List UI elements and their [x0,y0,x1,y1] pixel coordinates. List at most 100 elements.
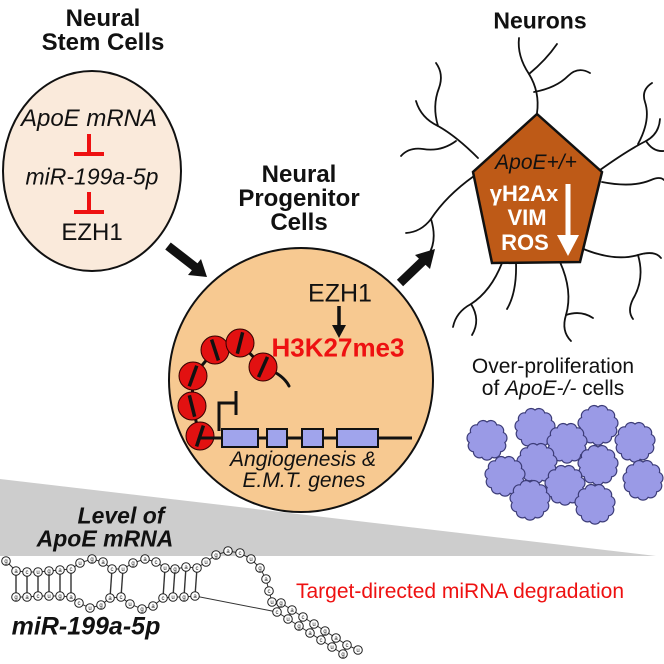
nucleotide-letter: a [151,604,155,610]
nucleotide [22,567,32,577]
nucleotide [116,592,126,602]
inhibition-bar-2 [74,192,104,214]
nucleotide [287,605,297,615]
nucleotide-letter: c [320,638,323,644]
nucleotide [181,562,191,572]
decrease-arrow [557,184,579,256]
nucleotide-letter: u [312,622,315,628]
stem-cells-title-line2: Stem Cells [41,29,165,56]
nucleotide-letter: a [290,608,294,614]
nucleotide [168,592,178,602]
nucleotide [11,566,21,576]
proliferating-cell [574,483,616,525]
nucleotide [190,591,200,601]
apoe-genotype-label: ApoE+/+ [495,151,577,174]
nucleotide-letter: u [47,594,50,600]
nucleotide-letter: c [162,596,165,602]
nucleotide [33,591,43,601]
nucleotide [353,645,363,655]
proliferating-cell-cluster [466,404,664,525]
nucleotide-letter: u [163,566,166,572]
nucleotide [158,593,168,603]
nucleotide-letter: c [70,567,73,573]
genes-label-line2: E.M.T. genes [242,469,366,492]
marker-vim: VIM [507,205,547,230]
bead-slash [209,338,221,362]
nucleotide-letter: g [182,595,185,601]
proliferating-cell [577,404,619,446]
nucleotide [201,557,211,567]
bead-slash [187,365,199,387]
nucleotide-letter: u [270,600,273,606]
nucleotide [309,619,319,629]
nucleotide [75,558,85,568]
nucleotide [33,567,43,577]
nucleotide [342,640,352,650]
nucleotide-letter: u [36,570,39,576]
nucleotide [255,563,265,573]
nucleotide-letter: c [120,595,123,601]
nucleotide [316,635,326,645]
nucleotide [107,564,117,574]
nucleotide [151,557,161,567]
nucleotide-letter: a [14,569,18,575]
nucleotide [140,554,150,564]
nucleotide [246,554,256,564]
nucleotide-letter: g [47,569,50,575]
nucleotide [98,557,108,567]
nucleotide [55,591,65,601]
nucleotide [320,626,330,636]
wedge-label-line1: Level of [77,502,165,529]
nucleotide [338,649,348,659]
progenitor-title-line2: Progenitor [238,185,360,212]
nucleotide [1,556,11,566]
nucleotide-letter: u [78,561,81,567]
nucleotide [44,591,54,601]
nucleotide-letter: u [204,560,207,566]
nucleotide [261,574,271,584]
nucleotide-letter: c [196,566,199,572]
overproliferation-genotype: ApoE-/- [505,377,577,400]
nucleotide-letter: g [99,603,102,609]
nucleotide [294,621,304,631]
nucleotide-letter: c [346,643,349,649]
nucleotide-letter: a [58,568,62,574]
nucleotide-letter: u [356,648,359,654]
nucleotide [128,558,138,568]
mirna-structure-label: miR-199a-5p [11,612,161,641]
nucleotide-letter: g [341,652,344,658]
arrow-progenitor-to-neuron [396,249,435,287]
nucleotide [179,592,189,602]
nucleotide-letter: g [4,559,7,565]
nucleotide-letter: c [26,570,29,576]
nucleotide [148,601,158,611]
marker-ros: ROS [501,230,549,255]
nucleotide [264,586,274,596]
nucleotide-letter: c [37,594,40,600]
nucleotide [105,593,115,603]
nucleotide-letter: g [258,566,261,572]
h3k27me3-label: H3K27me3 [271,332,405,363]
nucleotide [87,554,97,564]
nucleotide [327,642,337,652]
ezh1-label-oval: EZH1 [61,219,123,246]
nucleotide-letter: a [334,636,338,642]
overproliferation-line1: Over-proliferation [471,355,635,378]
overproliferation-suffix: cells [576,377,625,400]
bead-slash [194,424,206,448]
bead-slash [256,356,270,378]
progenitor-title-line3: Cells [270,209,328,236]
nucleotide [85,603,95,613]
nucleotide-letter: c [302,615,305,621]
nucleotide-letter: u [128,602,131,608]
nucleotide [96,600,106,610]
nucleotide-letter: g [14,595,17,601]
nucleotide-letter: a [69,595,73,601]
nucleotide [44,566,54,576]
proliferating-cell [546,422,588,464]
nucleotide-letter: u [121,567,124,573]
ezh1-arrow [332,306,346,338]
base-pair [109,568,113,599]
